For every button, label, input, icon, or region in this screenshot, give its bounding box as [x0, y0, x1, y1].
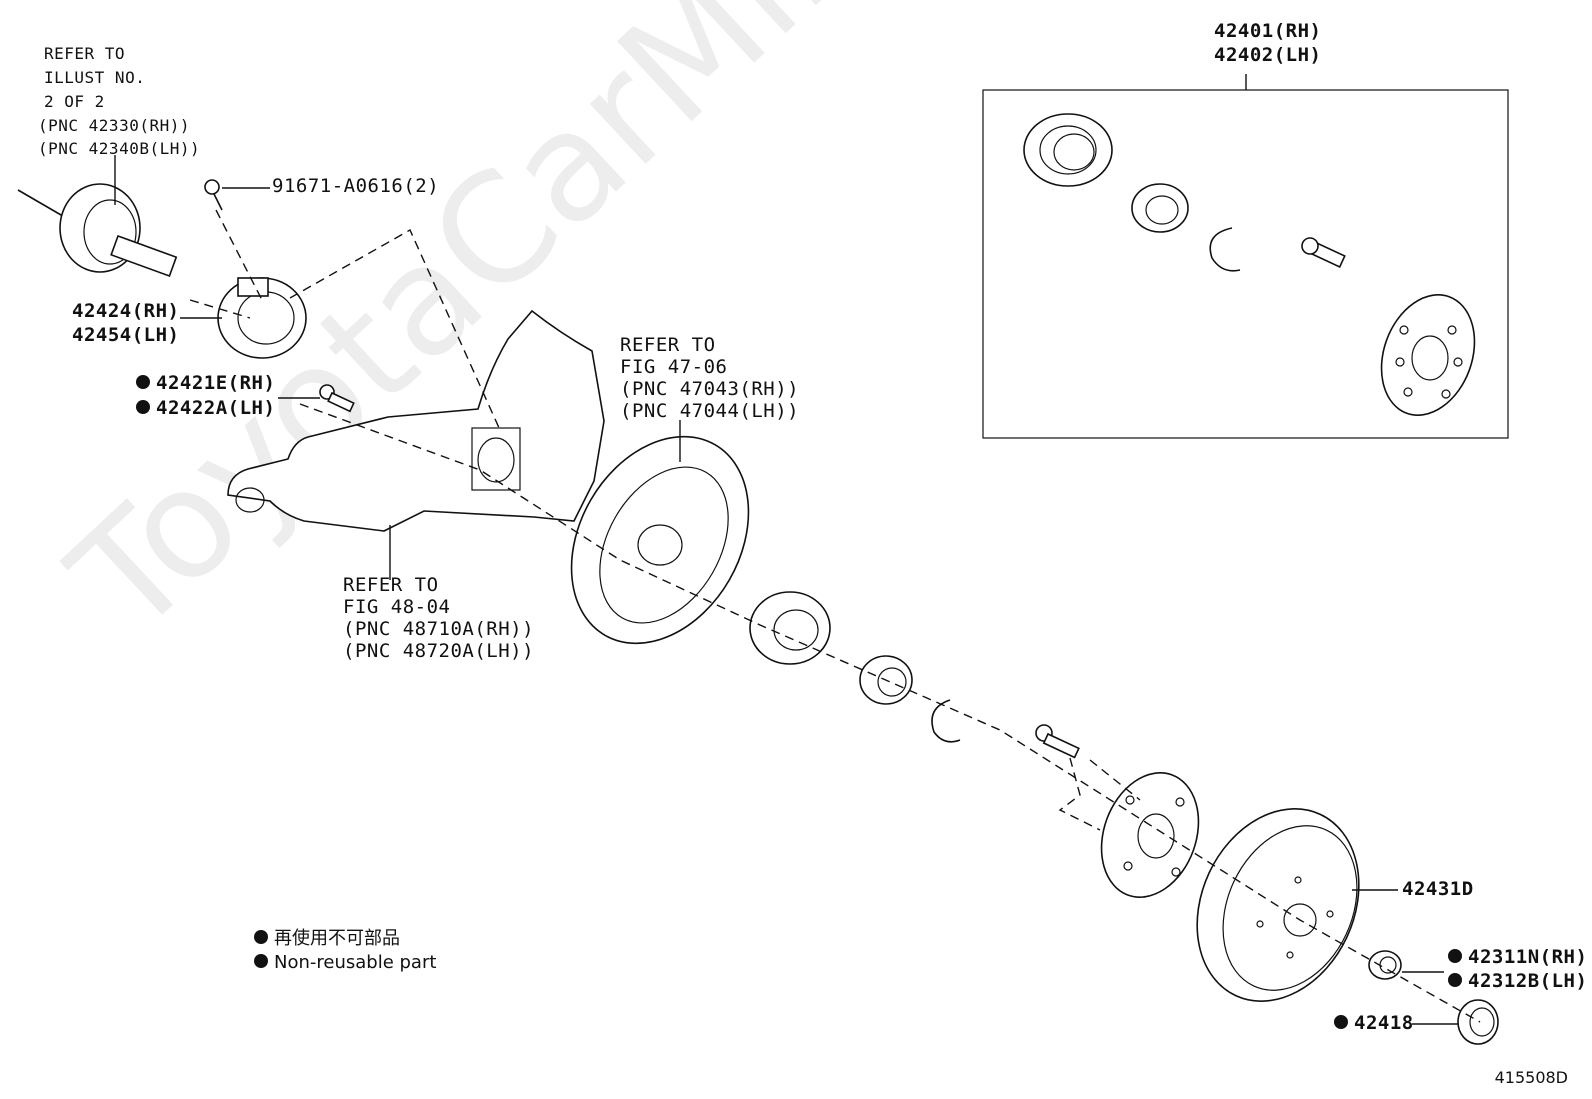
dust-deflector-lh[interactable]: 42454(LH) — [72, 324, 180, 346]
figure-number: 415508D — [1494, 1068, 1568, 1087]
grease-cap-number[interactable]: 42418 — [1334, 1012, 1414, 1035]
hub-flange — [1100, 772, 1200, 898]
backing-plate — [570, 435, 750, 645]
trailing-arm-ref-line4[interactable]: (PNC 48720A(LH)) — [343, 640, 535, 662]
non-reusable-dot — [1448, 972, 1462, 987]
driveshaft-ref-line2: ILLUST NO. — [44, 68, 146, 87]
driveshaft-ref-line5: (PNC 42340B(LH)) — [38, 139, 201, 158]
assembly-lh[interactable]: 42402(LH) — [1214, 44, 1322, 66]
legend-dot — [254, 930, 268, 944]
non-reusable-dot — [136, 374, 150, 389]
non-reusable-dot — [1334, 1014, 1348, 1029]
hub-bolt-lower — [1035, 724, 1080, 759]
legend-ja: 再使用不可部品 — [254, 924, 400, 950]
driveshaft-ref-line3: 2 OF 2 — [44, 92, 105, 111]
screw-part-number[interactable]: 91671-A0616(2) — [272, 175, 440, 197]
driveshaft-ref-line4: (PNC 42330(RH)) — [38, 116, 190, 135]
box-snap-ring — [1209, 227, 1241, 272]
trailing-arm — [227, 309, 605, 532]
brake-drum — [1196, 808, 1360, 1002]
dust-deflector-rh[interactable]: 42424(RH) — [72, 300, 180, 322]
assembly-axis — [189, 299, 1481, 1023]
non-reusable-dot — [1448, 948, 1462, 963]
non-reusable-dot — [136, 399, 150, 414]
backing-plate-ref-line1: REFER TO — [620, 334, 716, 356]
assembly-rh[interactable]: 42401(RH) — [1214, 20, 1322, 42]
box-hub-flange — [1380, 294, 1476, 416]
dust-deflector — [217, 277, 307, 359]
legend-dot — [254, 954, 268, 968]
trailing-arm-ref-line1: REFER TO — [343, 574, 439, 596]
backing-plate-ref-line3[interactable]: (PNC 47043(RH)) — [620, 378, 800, 400]
snap-ring — [931, 699, 961, 743]
drive-shaft — [17, 183, 178, 278]
brake-drum-number[interactable]: 42431D — [1402, 878, 1474, 900]
hub-nut — [1368, 950, 1402, 980]
grease-cap — [1457, 999, 1499, 1045]
trailing-arm-ref-line2: FIG 48-04 — [343, 596, 451, 618]
trailing-arm-ref-line3[interactable]: (PNC 48710A(RH)) — [343, 618, 535, 640]
legend-en: Non-reusable part — [254, 952, 436, 973]
backing-plate-ref-line4[interactable]: (PNC 47044(LH)) — [620, 400, 800, 422]
screw-part — [204, 179, 223, 211]
box-hub-bolt — [1301, 237, 1346, 268]
hub-nut-rh[interactable]: 42311N(RH) — [1448, 946, 1587, 969]
hub-housing — [749, 591, 831, 665]
driveshaft-ref-line1: REFER TO — [44, 44, 126, 63]
box-hub-housing — [1023, 113, 1113, 187]
hub-bolt-lh[interactable]: 42422A(LH) — [136, 397, 275, 420]
hub-nut-lh[interactable]: 42312B(LH) — [1448, 970, 1587, 993]
hub-bolt-rh[interactable]: 42421E(RH) — [136, 372, 275, 395]
backing-plate-ref-line2: FIG 47-06 — [620, 356, 728, 378]
box-bearing — [1131, 183, 1189, 233]
hub-bolt-top — [319, 384, 355, 413]
